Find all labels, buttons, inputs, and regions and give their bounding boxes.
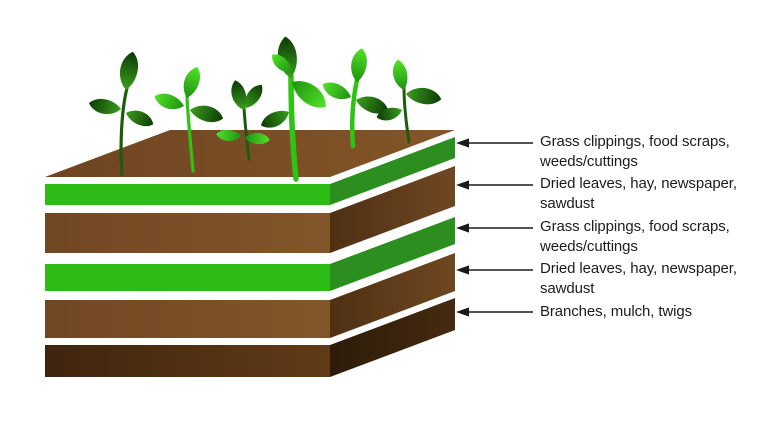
leaf-icon bbox=[391, 58, 410, 92]
leaf-icon bbox=[188, 101, 226, 127]
seedling-stem bbox=[185, 95, 195, 173]
label-line: weeds/cuttings bbox=[540, 153, 638, 170]
layer-label-branches: Branches, mulch, twigs bbox=[540, 302, 755, 322]
seedling-icon bbox=[215, 78, 271, 161]
seedling-icon bbox=[319, 46, 392, 149]
label-line: Dried leaves, hay, newspaper, bbox=[540, 175, 737, 192]
label-line: sawdust bbox=[540, 280, 595, 297]
layer-green-2 bbox=[45, 217, 455, 291]
seedling-stem bbox=[242, 106, 251, 161]
layer-brown-1 bbox=[45, 166, 455, 253]
layer-dark-bottom bbox=[45, 298, 455, 377]
layer-brown-2-side bbox=[330, 253, 455, 338]
layer-brown-1-side bbox=[330, 166, 455, 253]
layer-green-1 bbox=[45, 137, 455, 205]
leaf-icon bbox=[404, 84, 443, 108]
layer-green-1-front bbox=[45, 184, 330, 205]
layer-label-dried-2: Dried leaves, hay, newspaper, sawdust bbox=[540, 259, 755, 299]
left-arrow-icon bbox=[456, 138, 533, 148]
seedling-stem bbox=[349, 77, 360, 149]
label-line: Grass clippings, food scraps, bbox=[540, 218, 730, 235]
label-arrows bbox=[456, 138, 533, 317]
layer-green-1-side bbox=[330, 137, 455, 205]
label-line: Dried leaves, hay, newspaper, bbox=[540, 260, 737, 277]
leaf-icon bbox=[258, 107, 293, 132]
label-line: weeds/cuttings bbox=[540, 238, 638, 255]
left-arrow-icon bbox=[456, 180, 533, 190]
seedling-stem bbox=[402, 86, 411, 144]
layer-green-2-side bbox=[330, 217, 455, 291]
layer-dark-bottom-front bbox=[45, 345, 330, 377]
seedling-stem bbox=[119, 86, 129, 176]
left-arrow-icon bbox=[456, 307, 533, 317]
layer-stack bbox=[45, 130, 455, 377]
seedling-icon bbox=[152, 64, 226, 173]
leaf-icon bbox=[152, 89, 187, 114]
seedling-icon bbox=[258, 35, 332, 182]
layer-brown-2 bbox=[45, 253, 455, 338]
layer-label-grass-2: Grass clippings, food scraps, weeds/cutt… bbox=[540, 217, 755, 257]
left-arrow-icon bbox=[456, 265, 533, 275]
layer-brown-1-front bbox=[45, 213, 330, 253]
layer-label-dried-1: Dried leaves, hay, newspaper, sawdust bbox=[540, 174, 755, 214]
layer-brown-2-front bbox=[45, 300, 330, 338]
left-arrow-icon bbox=[456, 223, 533, 233]
layer-label-grass-1: Grass clippings, food scraps, weeds/cutt… bbox=[540, 132, 755, 172]
layer-green-2-front bbox=[45, 264, 330, 291]
label-line: Grass clippings, food scraps, bbox=[540, 133, 730, 150]
label-line: Branches, mulch, twigs bbox=[540, 303, 693, 320]
leaf-icon bbox=[178, 64, 205, 101]
seedling-icon bbox=[375, 58, 443, 144]
leaf-icon bbox=[123, 105, 157, 131]
label-line: sawdust bbox=[540, 195, 595, 212]
leaf-icon bbox=[87, 95, 123, 118]
leaf-icon bbox=[115, 49, 142, 92]
seedling-stem bbox=[288, 73, 299, 182]
seedling-icon bbox=[87, 49, 157, 176]
leaf-icon bbox=[347, 46, 370, 84]
layer-dark-bottom-side bbox=[330, 298, 455, 377]
seedlings-illustration bbox=[87, 35, 443, 182]
